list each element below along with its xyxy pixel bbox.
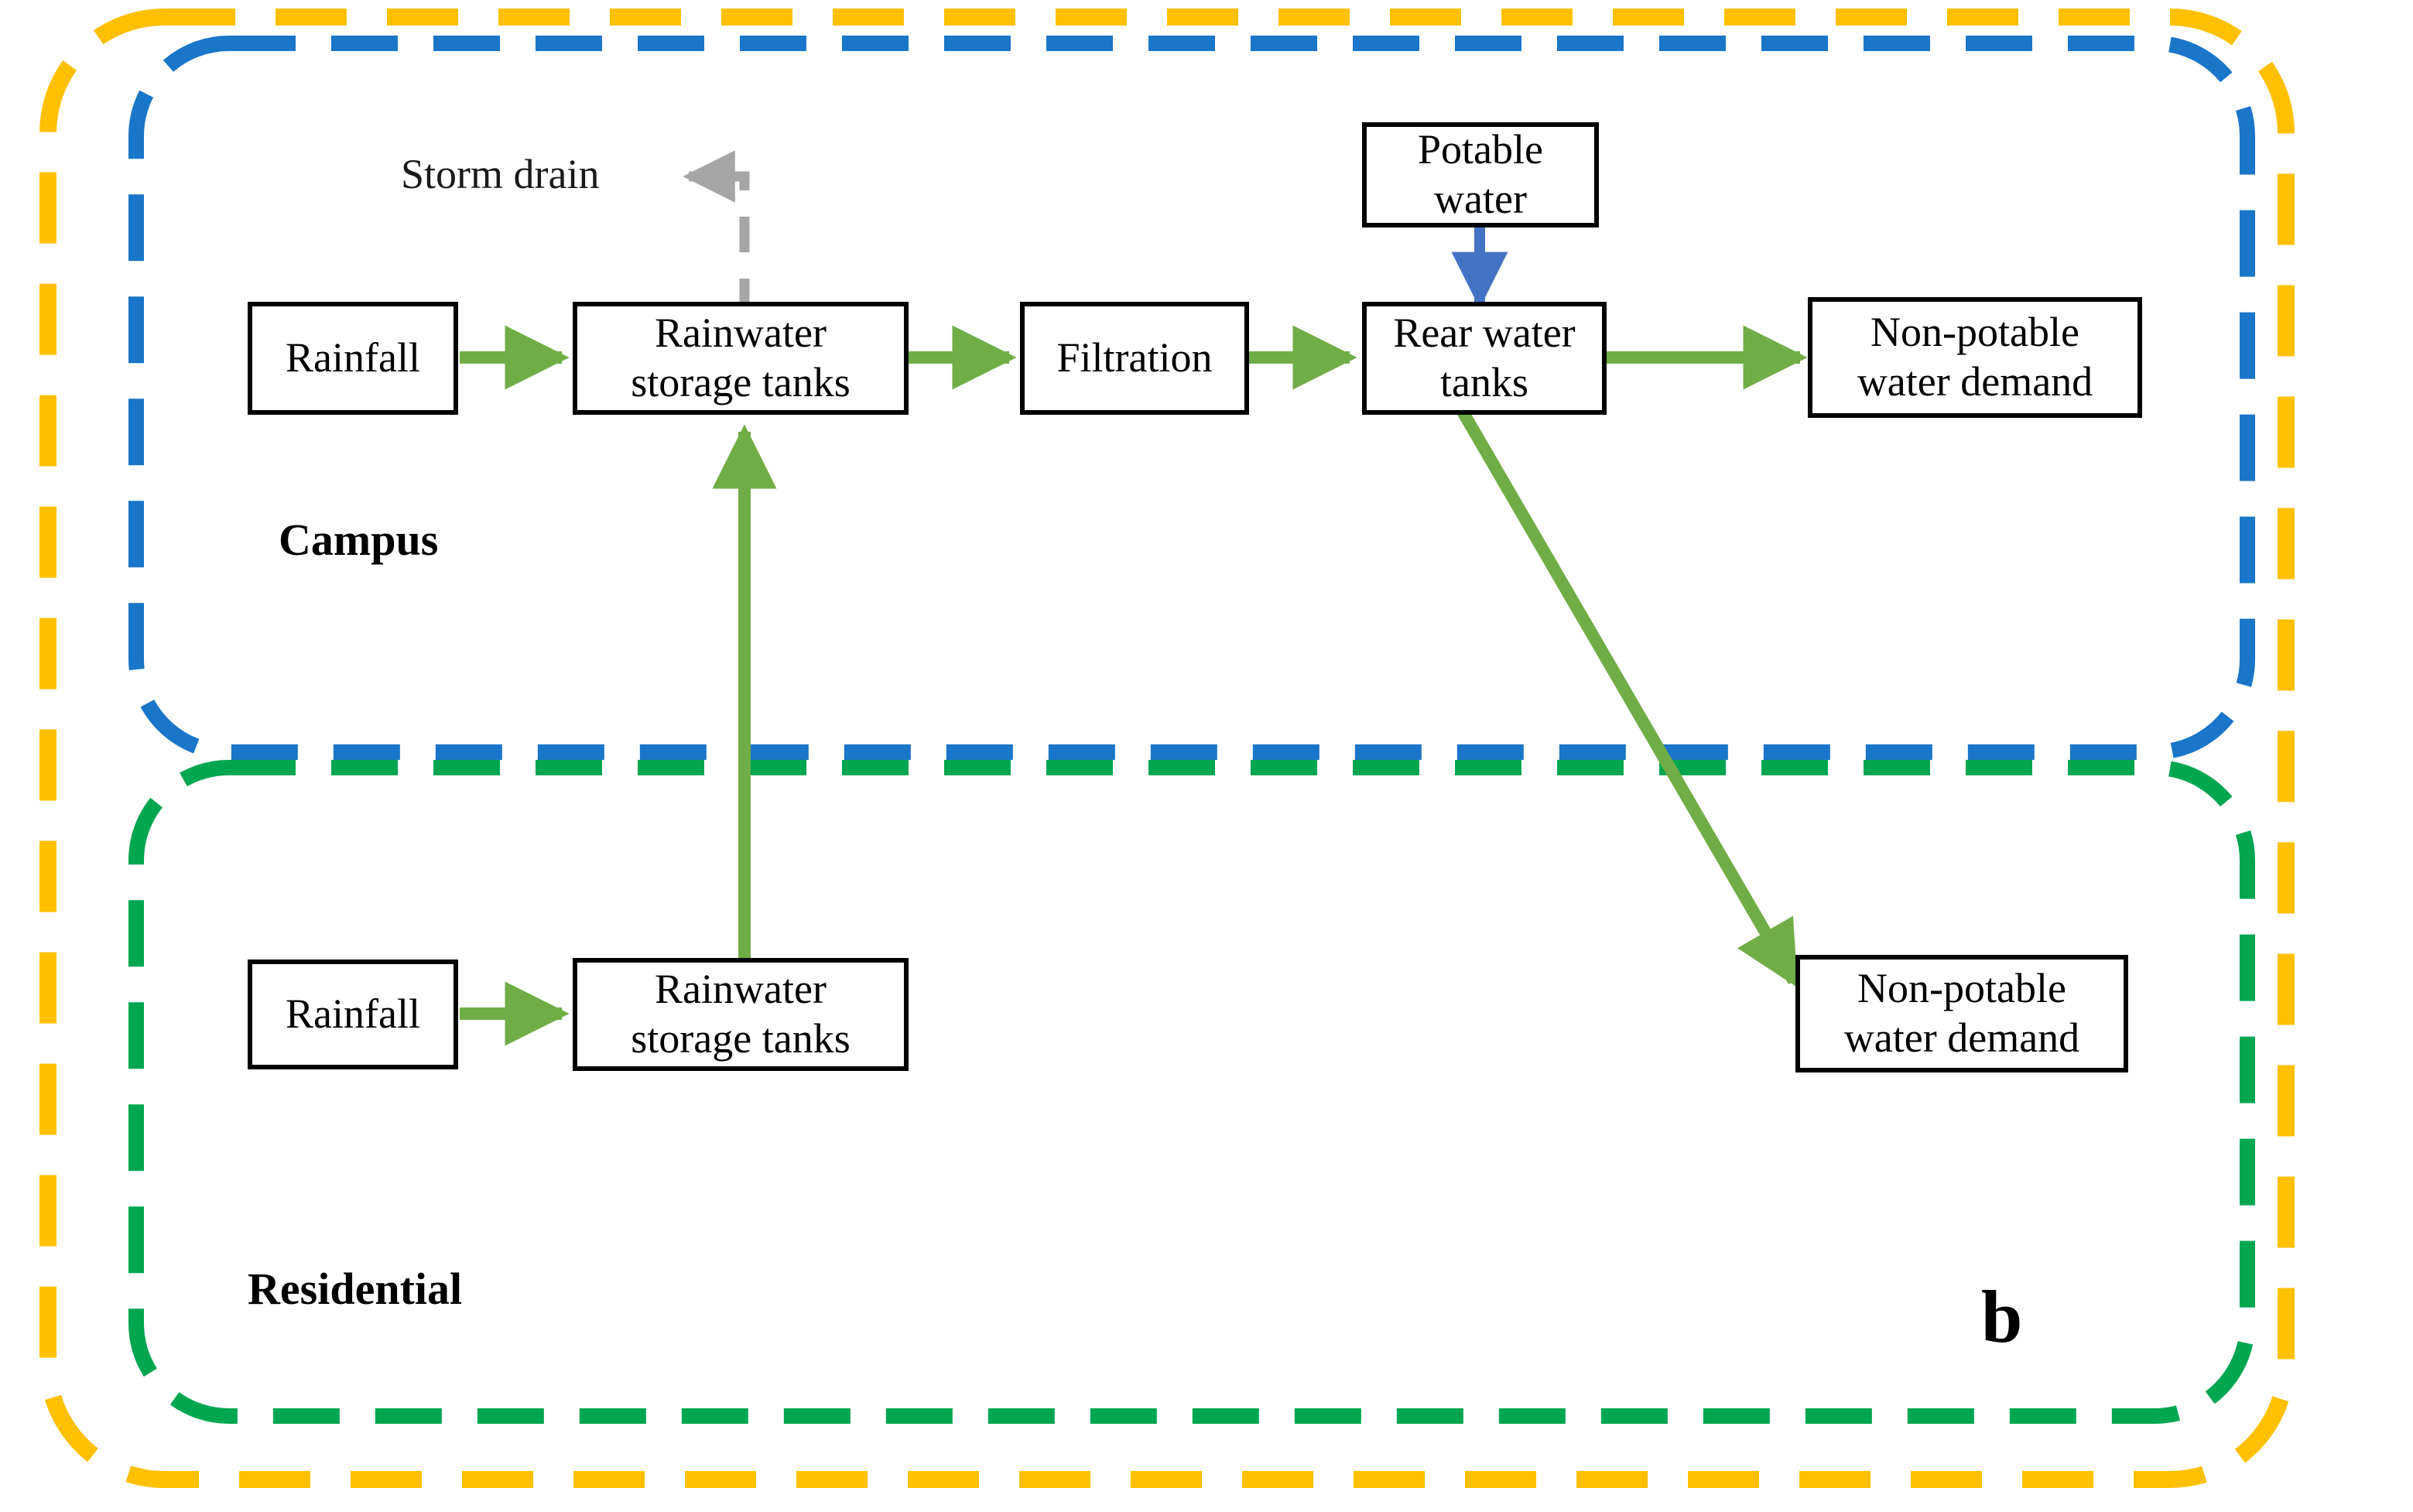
node-campus-filtration[interactable]: Filtration (1020, 302, 1249, 415)
flow-rear-tanks-to-residential-demand (1457, 408, 1799, 988)
storm-drain-label: Storm drain (401, 151, 600, 197)
node-campus-rainwater-storage-tanks[interactable]: Rainwater storage tanks (573, 302, 909, 415)
zone-label-campus: Campus (279, 515, 439, 565)
node-residential-rainfall[interactable]: Rainfall (248, 960, 458, 1069)
flow-storage-to-storm-drain (683, 150, 750, 314)
node-campus-rainfall[interactable]: Rainfall (248, 302, 458, 415)
panel-letter-b: b (1981, 1275, 2023, 1358)
zone-residential-boundary (128, 760, 2255, 1424)
node-campus-rear-water-tanks[interactable]: Rear water tanks (1362, 302, 1607, 415)
node-residential-rainwater-storage-tanks[interactable]: Rainwater storage tanks (573, 958, 909, 1071)
zone-outer-boundary (39, 9, 2295, 1488)
node-campus-non-potable-water-demand[interactable]: Non-potable water demand (1808, 297, 2142, 418)
zone-label-residential: Residential (248, 1264, 463, 1314)
node-residential-non-potable-water-demand[interactable]: Non-potable water demand (1795, 955, 2128, 1072)
node-campus-potable-water[interactable]: Potable water (1362, 122, 1599, 227)
zone-campus-boundary (128, 36, 2255, 760)
